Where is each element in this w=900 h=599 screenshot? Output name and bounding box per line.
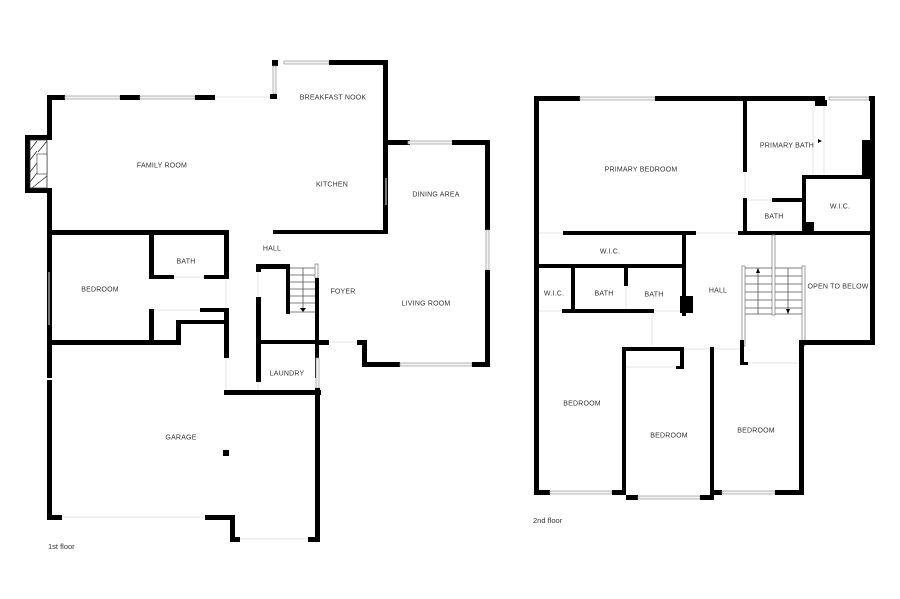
floor-caption-second: 2nd floor xyxy=(533,516,563,525)
room-label-foyer: FOYER xyxy=(330,288,356,296)
room-label-primary-bedroom: PRIMARY BEDROOM xyxy=(604,166,678,174)
room-label-primary-bath: PRIMARY BATH xyxy=(759,142,815,150)
room-label-open-to-below: OPEN TO BELOW xyxy=(807,283,869,291)
room-label-bedroom: BEDROOM xyxy=(650,432,688,440)
room-label-bath: BATH xyxy=(594,290,614,298)
room-label-breakfast-nook: BREAKFAST NOOK xyxy=(299,94,367,102)
room-label-hall: HALL xyxy=(262,245,282,253)
room-label-bedroom: BEDROOM xyxy=(563,400,601,408)
room-label-wic: W.I.C. xyxy=(829,203,851,211)
room-label-living-room: LIVING ROOM xyxy=(401,300,451,308)
room-label-kitchen: KITCHEN xyxy=(315,181,349,189)
room-label-bedroom: BEDROOM xyxy=(737,427,775,435)
room-label-wic: W.I.C. xyxy=(543,290,565,298)
room-label-family-room: FAMILY ROOM xyxy=(136,162,188,170)
room-label-dining-area: DINING AREA xyxy=(412,191,460,199)
room-label-bath: BATH xyxy=(764,213,784,221)
room-label-wic: W.I.C. xyxy=(599,248,621,256)
room-label-hall: HALL xyxy=(708,287,728,295)
room-label-bedroom: BEDROOM xyxy=(81,286,119,294)
room-label-laundry: LAUNDRY xyxy=(269,370,305,378)
first-floor-plan xyxy=(25,60,490,542)
room-label-garage: GARAGE xyxy=(165,434,197,442)
second-floor-plan xyxy=(534,96,875,500)
room-label-bath: BATH xyxy=(644,291,664,299)
room-label-bath: BATH xyxy=(176,258,196,266)
floor-caption-first: 1st floor xyxy=(48,542,75,551)
